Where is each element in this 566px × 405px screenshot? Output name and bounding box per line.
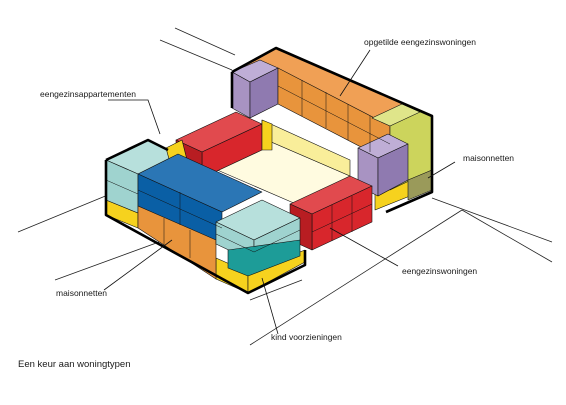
label-opgetilde: opgetilde eengezinswoningen (364, 37, 476, 47)
block-outline (104, 46, 434, 295)
teal-dark-band (227, 239, 301, 277)
figure-caption: Een keur aan woningtypen (18, 359, 131, 370)
label-maisonnetten-right: maisonnetten (463, 153, 514, 163)
orange-block-front (137, 205, 217, 280)
yellow-stair (261, 119, 273, 151)
label-appartementen: eengezinsappartementen (40, 89, 136, 99)
housing-block (105, 47, 433, 294)
context-lines (17, 27, 553, 346)
label-maisonnetten-left: maisonnetten (56, 288, 107, 298)
label-eengezinswoningen: eengezinswoningen (402, 266, 477, 276)
leader-lines (103, 49, 456, 335)
facade-grid (105, 80, 391, 258)
label-kind-voorzieningen: kind voorzieningen (271, 332, 342, 342)
